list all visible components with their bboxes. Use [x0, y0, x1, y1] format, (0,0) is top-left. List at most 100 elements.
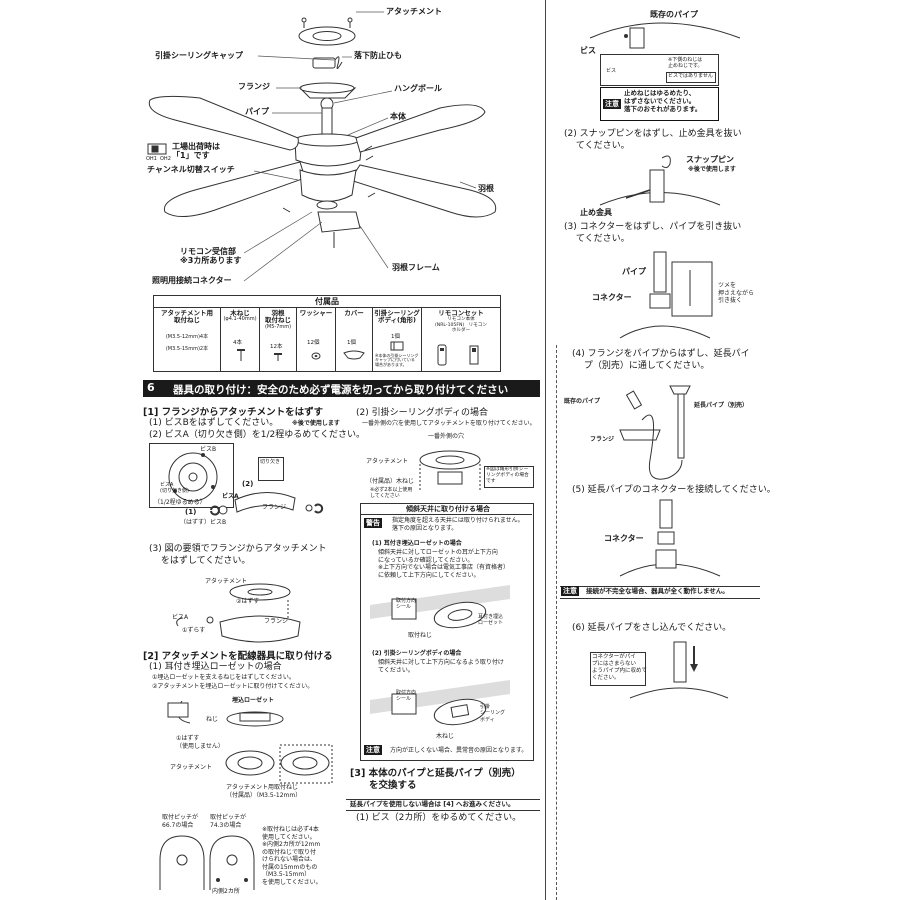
extension-pipe-diagram	[619, 385, 691, 480]
ceiling-body-icon	[390, 341, 404, 351]
label-existing-pipe: 既存のパイプ	[650, 10, 698, 19]
label-existing-pipe-2: 既存のパイプ	[564, 398, 601, 405]
step1-instruction-1: (1) ビスBをはずしてください。	[149, 418, 279, 428]
accessory-name: 羽根 取付ねじ	[265, 309, 291, 325]
label-blade: 羽根	[478, 184, 494, 193]
label-wood-screw: （付属品）木ねじ	[366, 478, 415, 485]
rosette-install-diagram	[167, 700, 333, 784]
label-attachment-4: アタッチメント	[366, 458, 409, 465]
label-notch: 切り欠き	[260, 459, 281, 465]
accessory-note: ※本体の引掛シーリング キャップに付いている 場合があります。	[375, 353, 419, 367]
label-blade-frame: 羽根フレーム	[392, 263, 440, 272]
label-attachment-screw: アタッチメント用取付ねじ （付属品）（M3.5-12mm）	[226, 784, 302, 799]
label-fall-cord: 落下防止ひも	[354, 51, 402, 60]
snap-pin-note: ※後で使用します	[688, 166, 736, 173]
warning-badge: 警告	[364, 518, 382, 528]
accessory-spec: (M3.5-12mm)4本 (M3.5-15mm)2本	[165, 333, 209, 352]
label-screw-a-3: ビスA	[172, 614, 189, 621]
step2-sub-1: (1) 耳付き埋込ローゼットの場合	[149, 662, 282, 672]
right-instruction-2: (2) スナップピンをはずし、止め金具を抜い てください。	[564, 129, 742, 152]
label-factory-note: 工場出荷時は 「1」です	[172, 142, 220, 160]
accessory-qty: 12本	[270, 344, 283, 350]
label-body-note: ※図は角形引掛シー リングボディの場合 です	[486, 467, 529, 484]
label-slide-1: ①ずらす	[182, 627, 206, 634]
label-body: 本体	[390, 112, 406, 121]
step2-heading: [2] アタッチメントを配線器具に取り付ける	[143, 651, 333, 662]
label-stopper: 止め金具	[580, 208, 612, 217]
label-pipe: パイプ	[245, 107, 269, 116]
loosen-detail	[210, 492, 324, 516]
accessory-col: 木ねじ (φ4.1-40mm) 4本	[221, 308, 260, 371]
label-ceiling-cap: 引掛シーリングキャップ	[155, 51, 243, 60]
label-connector: コネクター	[592, 293, 632, 302]
sloped-case-2-text: 傾斜天井に対して上下方向になるよう取り付け てください。	[378, 659, 504, 674]
step3-bar	[346, 799, 540, 811]
flange-top-view-box	[149, 443, 234, 508]
snap-pin-diagram	[599, 155, 721, 206]
accessory-spec: (φ4.1-40mm)	[223, 316, 257, 323]
accessory-col: アタッチメント用 取付ねじ (M3.5-12mm)4本 (M3.5-15mm)2…	[154, 308, 221, 371]
caution-badge: 注意	[364, 745, 382, 755]
sloped-body-diagram	[370, 680, 510, 726]
step3-heading: [3] 本体のパイプと延長パイプ（別売） を交換する	[350, 768, 521, 792]
label-remove-2: ②はずす	[236, 598, 260, 605]
label-flange-2: フランジ	[264, 618, 289, 625]
fan-exploded-diagram	[147, 11, 497, 282]
label-screw-a-2: ビスA	[222, 493, 239, 500]
mark-2: (2)	[242, 480, 254, 488]
section-title: 器具の取り付け：安全のため必ず電源を切ってから取り付けてください	[173, 384, 509, 396]
accessory-qty: 12個	[307, 340, 320, 346]
remote-icon	[437, 344, 447, 366]
caution-text-right-2: 接続が不完全な場合、器具が全く動作しません。	[586, 587, 729, 595]
step3-skip-note: 延長パイプを使用しない場合は [4] へお進みください。	[350, 800, 515, 808]
label-outer-hole: 一番外側の穴	[428, 433, 465, 440]
accessory-name: 木ねじ	[230, 309, 250, 317]
label-screw-b: ビスB	[200, 446, 217, 453]
label-remote-receiver: リモコン受信部 ※3カ所あります	[180, 247, 242, 265]
accessory-col: 羽根 取付ねじ (M5-7mm) 12本	[260, 308, 297, 371]
cover-icon	[343, 350, 365, 360]
label-wood-screw-2: 木ねじ	[436, 733, 455, 740]
label-rosette: 埋込ローゼット	[232, 697, 275, 704]
label-pitch-74: 取付ピッチが 74.3の場合	[210, 814, 247, 829]
column-divider-lower	[556, 345, 557, 900]
washer-icon	[311, 352, 321, 360]
step3-instruction-1: (1) ビス（2カ所）をゆるめてください。	[356, 813, 522, 823]
right-instruction-4: (4) フランジをパイプからはずし、延長パイ プ（別売）に通してください。	[572, 349, 750, 372]
pinch-note: コネクターがパイ プにはさまらない ようパイプ内に収めて ください。	[592, 654, 648, 681]
step1-note: ※後で使用します	[292, 420, 340, 427]
step2-outer-hole-note: 一番外側の穴を使用してアタッチメントを取り付けてください。	[362, 420, 536, 427]
label-pitch-66: 取付ピッチが 66.7の場合	[162, 814, 199, 829]
claw-note: ツメを 押さえながら 引き抜く	[718, 282, 755, 304]
sloped-case-2: (2) 引掛シーリングボディの場合	[372, 650, 462, 657]
label-direction-seal: 取付方向 シール	[396, 598, 417, 611]
label-ceiling-body: 引掛 シーリング ボディ	[480, 704, 506, 723]
label-screw: ねじ	[206, 716, 219, 723]
label-connector-2: コネクター	[604, 534, 644, 543]
label-extension-pipe: 延長パイプ（別売）	[694, 402, 749, 409]
step2-note-2: ②アタッチメントを埋込ローゼットに取り付けてください。	[152, 683, 314, 690]
screw-detail-box	[600, 54, 719, 86]
right-instruction-5: (5) 延長パイプのコネクターを接続してください。	[572, 485, 776, 495]
accessory-name: ワッシャー	[299, 309, 333, 317]
label-wood-note: ※必ず2本以上使用 してください	[370, 487, 413, 500]
label-snap-pin: スナップピン	[686, 155, 734, 164]
label-ear-rosette: 耳付き埋込 ローゼット	[478, 614, 504, 627]
step1-instruction-3: (3) 図の要領でフランジからアタッチメント をはずしてください。	[149, 544, 327, 567]
warning-text: 指定角度を超える天井には取り付けられません。 落下の原因となります。	[392, 517, 524, 532]
sloped-ceiling-title-bar	[360, 503, 532, 515]
detach-attachment-diagram	[176, 583, 301, 643]
step2-sub-2: (2) 引掛シーリングボディの場合	[356, 408, 488, 418]
label-light-connector: 照明用接続コネクター	[152, 276, 232, 285]
accessory-col: ワッシャー 12個	[297, 308, 336, 371]
label-mount-screw: 取付ねじ	[408, 632, 433, 639]
right-instruction-6: (6) 延長パイプをさし込んでください。	[572, 623, 732, 633]
switch-right-label: OH2	[160, 156, 171, 162]
accessory-col: 引掛シーリング ボディ(角形) 1個 ※本体の引掛シーリング キャップに付いてい…	[373, 308, 422, 371]
caution-text: 方向が正しくない場合、異常音の原因となります。	[390, 747, 528, 754]
body-note-box	[484, 466, 534, 488]
label-inner-two: 内側2カ所	[212, 888, 240, 895]
accessory-name: 引掛シーリング ボディ(角形)	[374, 309, 420, 325]
label-direction-seal-2: 取付方向 シール	[396, 690, 417, 703]
wood-screw-icon	[237, 349, 245, 361]
